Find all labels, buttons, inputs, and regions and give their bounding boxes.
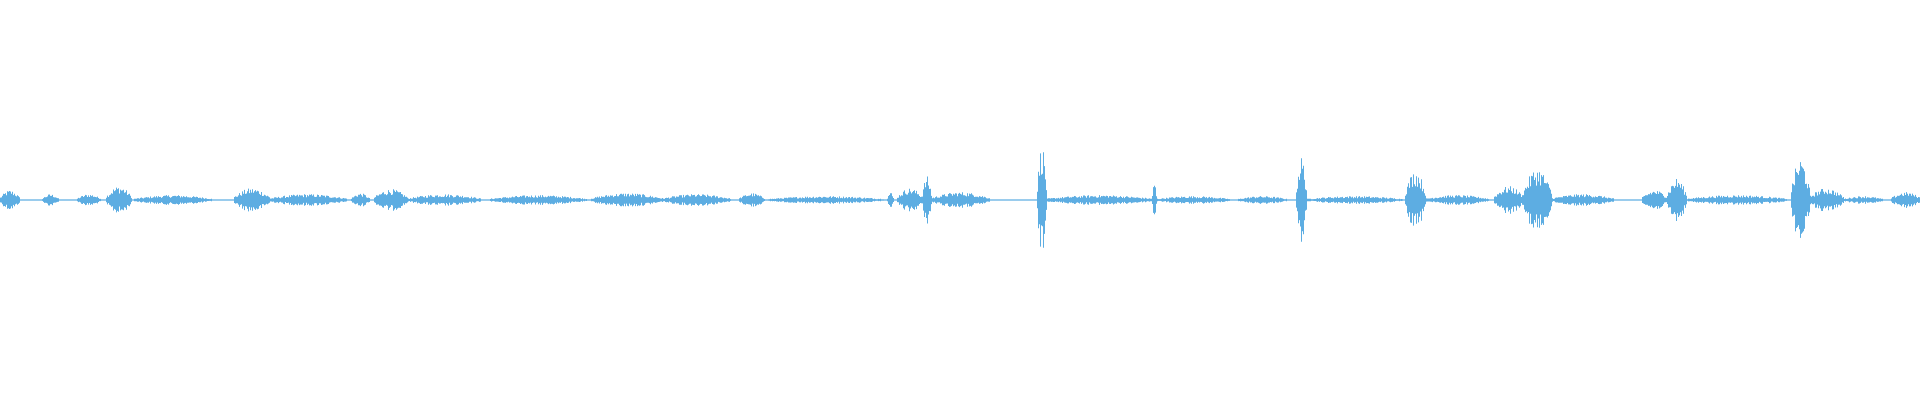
waveform-segment — [1156, 196, 1230, 204]
waveform-segment — [374, 189, 408, 211]
waveform-segment — [922, 176, 932, 224]
waveform-segment — [739, 193, 765, 207]
waveform-segment — [1494, 186, 1524, 214]
waveform-segment — [768, 196, 884, 204]
waveform-segment — [1306, 196, 1403, 204]
waveform-segment — [1843, 196, 1883, 204]
waveform-segment — [931, 192, 990, 208]
waveform-peaks — [0, 152, 1920, 248]
waveform-segment — [407, 194, 481, 206]
waveform-segment — [662, 194, 731, 206]
waveform-segment — [1405, 174, 1426, 226]
waveform-segment — [42, 194, 59, 206]
waveform-segment — [1809, 189, 1844, 211]
waveform-segment — [1791, 162, 1810, 238]
waveform-segment — [897, 188, 923, 212]
waveform-segment — [106, 187, 132, 213]
waveform-segment — [1152, 185, 1157, 215]
waveform-segment — [490, 195, 587, 205]
waveform-segment — [1296, 158, 1307, 242]
waveform-segment — [134, 195, 212, 205]
waveform-segment — [1037, 152, 1047, 248]
waveform-segment — [1425, 195, 1489, 205]
waveform-segment — [351, 193, 370, 207]
waveform-segment — [1551, 194, 1614, 206]
waveform-segment — [1642, 191, 1668, 209]
waveform-segment — [1667, 179, 1687, 221]
waveform-segment — [591, 193, 663, 207]
waveform-segment — [77, 194, 101, 206]
waveform-segment — [1238, 196, 1287, 204]
waveform-segment — [0, 191, 20, 209]
waveform-segment — [887, 193, 894, 207]
waveform-segment — [234, 188, 270, 212]
waveform-segment — [1523, 172, 1552, 228]
waveform-segment — [269, 194, 347, 206]
waveform-segment — [1046, 195, 1153, 205]
waveform-segment — [1686, 195, 1787, 205]
waveform-segment — [1891, 192, 1920, 208]
